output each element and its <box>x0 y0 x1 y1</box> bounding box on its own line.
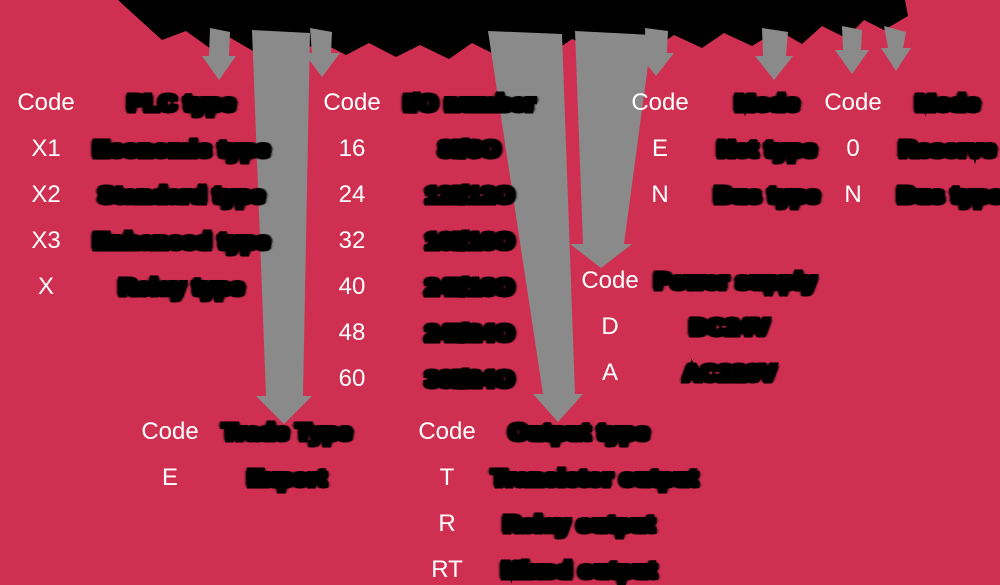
code-description: 12I/12O <box>423 180 516 211</box>
arrow-to-io-number <box>304 28 340 77</box>
code-description: DC24V <box>688 312 771 343</box>
code-value: X <box>37 273 54 300</box>
code-value: N <box>651 181 669 208</box>
code-description: 16I/16O <box>423 226 516 257</box>
label-column-header: Mode <box>733 88 801 119</box>
code-column-header: Code <box>141 418 199 445</box>
code-description: Relay type <box>117 272 246 303</box>
code-value: E <box>651 135 668 162</box>
code-value: A <box>601 359 618 386</box>
code-description: Bus type <box>712 180 821 211</box>
arrow-to-plc-type <box>202 28 236 80</box>
arrow-to-trade-type <box>252 30 312 424</box>
code-description: 24I/16O <box>423 272 516 303</box>
code-value: RT <box>431 556 463 583</box>
code-description: Reserve <box>897 134 998 165</box>
label-column-header: Power supply <box>653 266 819 297</box>
code-description: Standard type <box>96 180 266 211</box>
code-column-header: Code <box>17 89 75 116</box>
code-description: 36I/24O <box>423 364 516 395</box>
code-value: E <box>161 464 178 491</box>
code-description: Net type <box>716 134 819 165</box>
code-value: 24 <box>338 181 366 208</box>
code-description: 24I/24O <box>423 318 516 349</box>
code-value: N <box>844 181 862 208</box>
code-value: D <box>601 313 619 340</box>
arrow-to-output-type <box>488 31 583 422</box>
label-column-header: Trade Type <box>220 417 354 448</box>
code-description: Enhanced type <box>91 226 272 257</box>
code-description: Relay output <box>501 509 656 540</box>
model-title-blob <box>118 0 908 59</box>
code-description: Economic type <box>91 134 272 165</box>
code-description: AC220V <box>681 358 778 389</box>
code-description: Transistor output <box>490 463 700 494</box>
code-value: 60 <box>338 365 366 392</box>
label-column-header: Mode <box>913 88 981 119</box>
code-value: T <box>439 464 455 491</box>
code-value: X3 <box>31 227 61 254</box>
label-column-header: I/O number <box>402 88 537 119</box>
label-column-header: Output type <box>507 417 651 448</box>
code-value: X1 <box>31 135 61 162</box>
code-value: 16 <box>338 135 366 162</box>
code-value: 0 <box>846 135 860 162</box>
arrow-to-mode-1 <box>638 28 674 76</box>
code-value: 32 <box>338 227 366 254</box>
code-value: 48 <box>338 319 366 346</box>
code-value: 40 <box>338 273 366 300</box>
code-description: 8I/8O <box>437 134 502 165</box>
code-description: Mixed output <box>499 555 658 585</box>
code-value: R <box>438 510 456 537</box>
code-column-header: Code <box>418 418 476 445</box>
label-column-header: PLC type <box>126 88 238 119</box>
group-io-number: Code I/O number 16 8I/8O 24 12I/12O 32 16I/16O 4… <box>307 80 543 402</box>
code-description: Bus type <box>896 180 1000 211</box>
code-column-header: Code <box>323 89 381 116</box>
arrow-to-mode-2 <box>835 26 869 74</box>
code-value: X2 <box>31 181 61 208</box>
code-column-header: Code <box>824 89 882 116</box>
arrow-to-power-supply <box>570 31 652 268</box>
arrow-to-mode-2-label <box>881 26 911 71</box>
code-column-header: Code <box>581 267 639 294</box>
code-column-header: Code <box>631 89 689 116</box>
arrow-to-mode-1-label <box>755 28 793 80</box>
code-description: Export <box>246 463 329 494</box>
